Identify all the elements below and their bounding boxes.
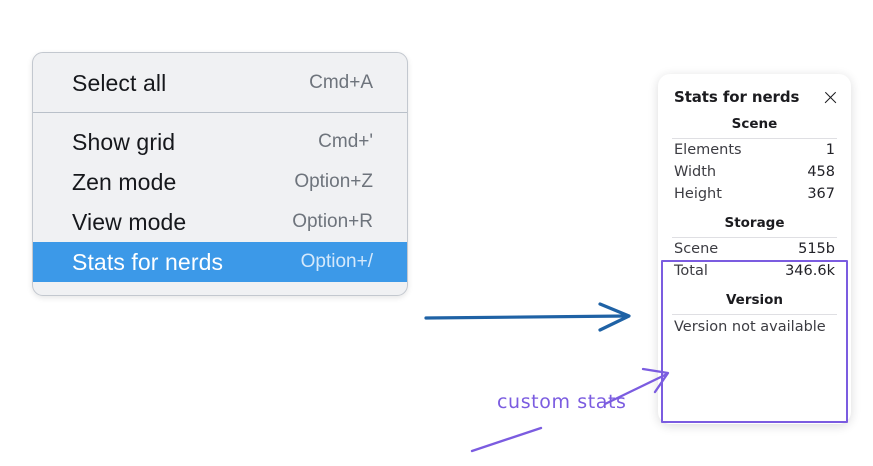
menu-item-select-all[interactable]: Select all Cmd+A: [33, 63, 407, 103]
menu-item-view-mode[interactable]: View mode Option+R: [33, 202, 407, 242]
stat-key: Elements: [674, 142, 742, 158]
menu-item-stats-for-nerds[interactable]: Stats for nerds Option+/: [33, 242, 407, 282]
custom-stats-annotation-label: custom stats: [497, 391, 627, 413]
menu-divider: [33, 112, 407, 113]
stats-panel-header: Stats for nerds: [658, 84, 851, 106]
stats-panel-body: Scene Elements 1 Width 458 Height 367 St…: [658, 106, 851, 339]
stats-section-heading-scene: Scene: [731, 116, 778, 132]
menu-item-zen-mode[interactable]: Zen mode Option+Z: [33, 162, 407, 202]
stats-section-heading-storage: Storage: [724, 215, 785, 231]
menu-item-label: Stats for nerds: [72, 248, 224, 275]
stats-panel-title: Stats for nerds: [674, 88, 800, 106]
stat-value: 458: [807, 164, 835, 180]
section-rule: [672, 138, 837, 139]
menu-section-selection: Select all Cmd+A: [33, 53, 407, 112]
menu-item-show-grid[interactable]: Show grid Cmd+': [33, 122, 407, 162]
stats-for-nerds-panel: Stats for nerds Scene Elements 1 Width 4…: [658, 74, 851, 424]
section-rule: [672, 314, 837, 315]
stat-value: 367: [807, 186, 835, 202]
stat-row-version-text: Version not available: [674, 319, 826, 335]
stat-key: Scene: [674, 241, 719, 257]
stats-section-heading-version: Version: [725, 292, 784, 308]
stat-key: Height: [674, 186, 722, 202]
canvas-context-menu[interactable]: Select all Cmd+A Show grid Cmd+' Zen mod…: [32, 52, 408, 296]
stat-row-width: Width 458: [658, 161, 851, 183]
stat-key: Total: [674, 263, 708, 279]
menu-item-label: Select all: [72, 69, 167, 96]
purple-underline-stroke: [470, 426, 543, 453]
menu-item-shortcut: Cmd+': [318, 131, 373, 152]
menu-item-label: Show grid: [72, 128, 176, 155]
stat-value: 515b: [798, 241, 835, 257]
menu-item-label: View mode: [72, 208, 187, 235]
stat-row-elements: Elements 1: [658, 139, 851, 161]
stat-value: 1: [825, 142, 835, 158]
section-rule: [672, 237, 837, 238]
stat-value: 346.6k: [785, 263, 835, 279]
close-icon[interactable]: [823, 90, 838, 105]
menu-item-label: Zen mode: [72, 168, 177, 195]
menu-section-view: Show grid Cmd+' Zen mode Option+Z View m…: [33, 113, 407, 295]
stat-row-storage-scene: Scene 515b: [658, 238, 851, 260]
stat-row-height: Height 367: [658, 183, 851, 205]
menu-item-shortcut: Cmd+A: [309, 72, 373, 93]
stat-row-storage-total: Total 346.6k: [658, 260, 851, 282]
blue-arrow-annotation: [424, 302, 631, 332]
menu-item-shortcut: Option+/: [300, 251, 373, 272]
menu-item-shortcut: Option+R: [292, 211, 373, 232]
menu-item-shortcut: Option+Z: [294, 171, 373, 192]
stat-key: Width: [674, 164, 717, 180]
